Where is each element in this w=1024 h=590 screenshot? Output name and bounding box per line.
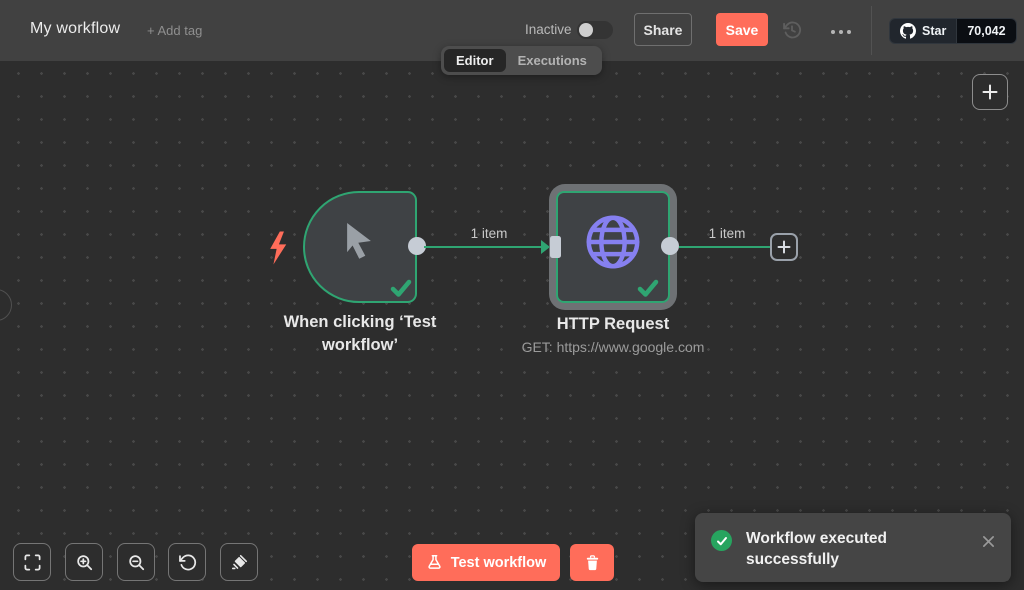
tidy-up-button[interactable] xyxy=(220,543,258,581)
mouse-pointer-icon xyxy=(340,220,378,269)
page-title: My workflow xyxy=(30,20,121,37)
delete-workflow-button[interactable] xyxy=(570,544,614,581)
more-options-button[interactable] xyxy=(828,20,854,42)
toast-close-button[interactable] xyxy=(982,535,995,548)
lightning-icon xyxy=(267,230,289,271)
toast-notification: Workflow executed successfully xyxy=(695,513,1011,582)
tab-editor[interactable]: Editor xyxy=(444,49,506,72)
history-icon xyxy=(782,21,802,43)
connection-1-items-label: 1 item xyxy=(470,226,508,241)
plus-icon xyxy=(981,83,999,101)
plus-icon xyxy=(777,240,791,254)
http-node-title: HTTP Request xyxy=(556,315,670,333)
github-star-count[interactable]: 70,042 xyxy=(956,19,1016,43)
add-node-button[interactable] xyxy=(972,74,1008,110)
canvas-edge-decoration xyxy=(0,289,12,321)
connection-line-1 xyxy=(424,246,546,248)
github-star-cell[interactable]: Star xyxy=(890,19,957,43)
fit-view-button[interactable] xyxy=(13,543,51,581)
activation-toggle[interactable] xyxy=(577,21,613,39)
toast-message: Workflow executed successfully xyxy=(746,530,887,568)
connection-2-items-label: 1 item xyxy=(708,226,746,241)
test-workflow-label: Test workflow xyxy=(450,554,547,571)
workflow-canvas[interactable]: 1 item 1 item When clicking ‘Test workfl… xyxy=(0,61,1024,590)
flask-icon xyxy=(426,554,443,571)
activation-label: Inactive xyxy=(525,22,572,37)
more-options-icon xyxy=(830,24,852,39)
http-node-subtitle: GET: https://www.google.com xyxy=(521,339,705,355)
toggle-knob xyxy=(579,23,593,37)
http-input-handle xyxy=(550,236,561,258)
share-button[interactable]: Share xyxy=(634,13,692,46)
header-divider xyxy=(871,6,872,55)
trigger-node-title: When clicking ‘Test workflow’ xyxy=(283,313,437,354)
fit-view-icon xyxy=(23,553,42,572)
zoom-out-icon xyxy=(127,553,146,572)
zoom-in-button[interactable] xyxy=(65,543,103,581)
save-button[interactable]: Save xyxy=(716,13,768,46)
close-icon xyxy=(982,535,995,548)
input-arrow-icon xyxy=(541,240,550,254)
globe-icon xyxy=(582,211,644,278)
history-button[interactable] xyxy=(781,20,803,42)
github-star-widget[interactable]: Star 70,042 xyxy=(889,18,1017,44)
trigger-output-handle[interactable] xyxy=(408,237,426,255)
zoom-out-button[interactable] xyxy=(117,543,155,581)
github-star-label: Star xyxy=(922,24,947,38)
reset-zoom-button[interactable] xyxy=(168,543,206,581)
success-check-icon xyxy=(711,530,732,551)
trash-icon xyxy=(584,554,601,572)
http-output-handle[interactable] xyxy=(661,237,679,255)
trigger-success-check-icon xyxy=(389,276,413,305)
view-tabs: Editor Executions xyxy=(441,46,602,75)
http-success-check-icon xyxy=(636,276,660,305)
undo-icon xyxy=(178,553,197,572)
connection-add-node-button[interactable] xyxy=(770,233,798,261)
broom-icon xyxy=(230,553,249,572)
tab-executions[interactable]: Executions xyxy=(517,53,587,68)
connection-line-2 xyxy=(679,246,770,248)
add-tag-button[interactable]: + Add tag xyxy=(147,23,203,38)
zoom-in-icon xyxy=(75,553,94,572)
test-workflow-button[interactable]: Test workflow xyxy=(412,544,560,581)
github-icon xyxy=(900,23,916,39)
node-manual-trigger[interactable] xyxy=(303,191,417,303)
